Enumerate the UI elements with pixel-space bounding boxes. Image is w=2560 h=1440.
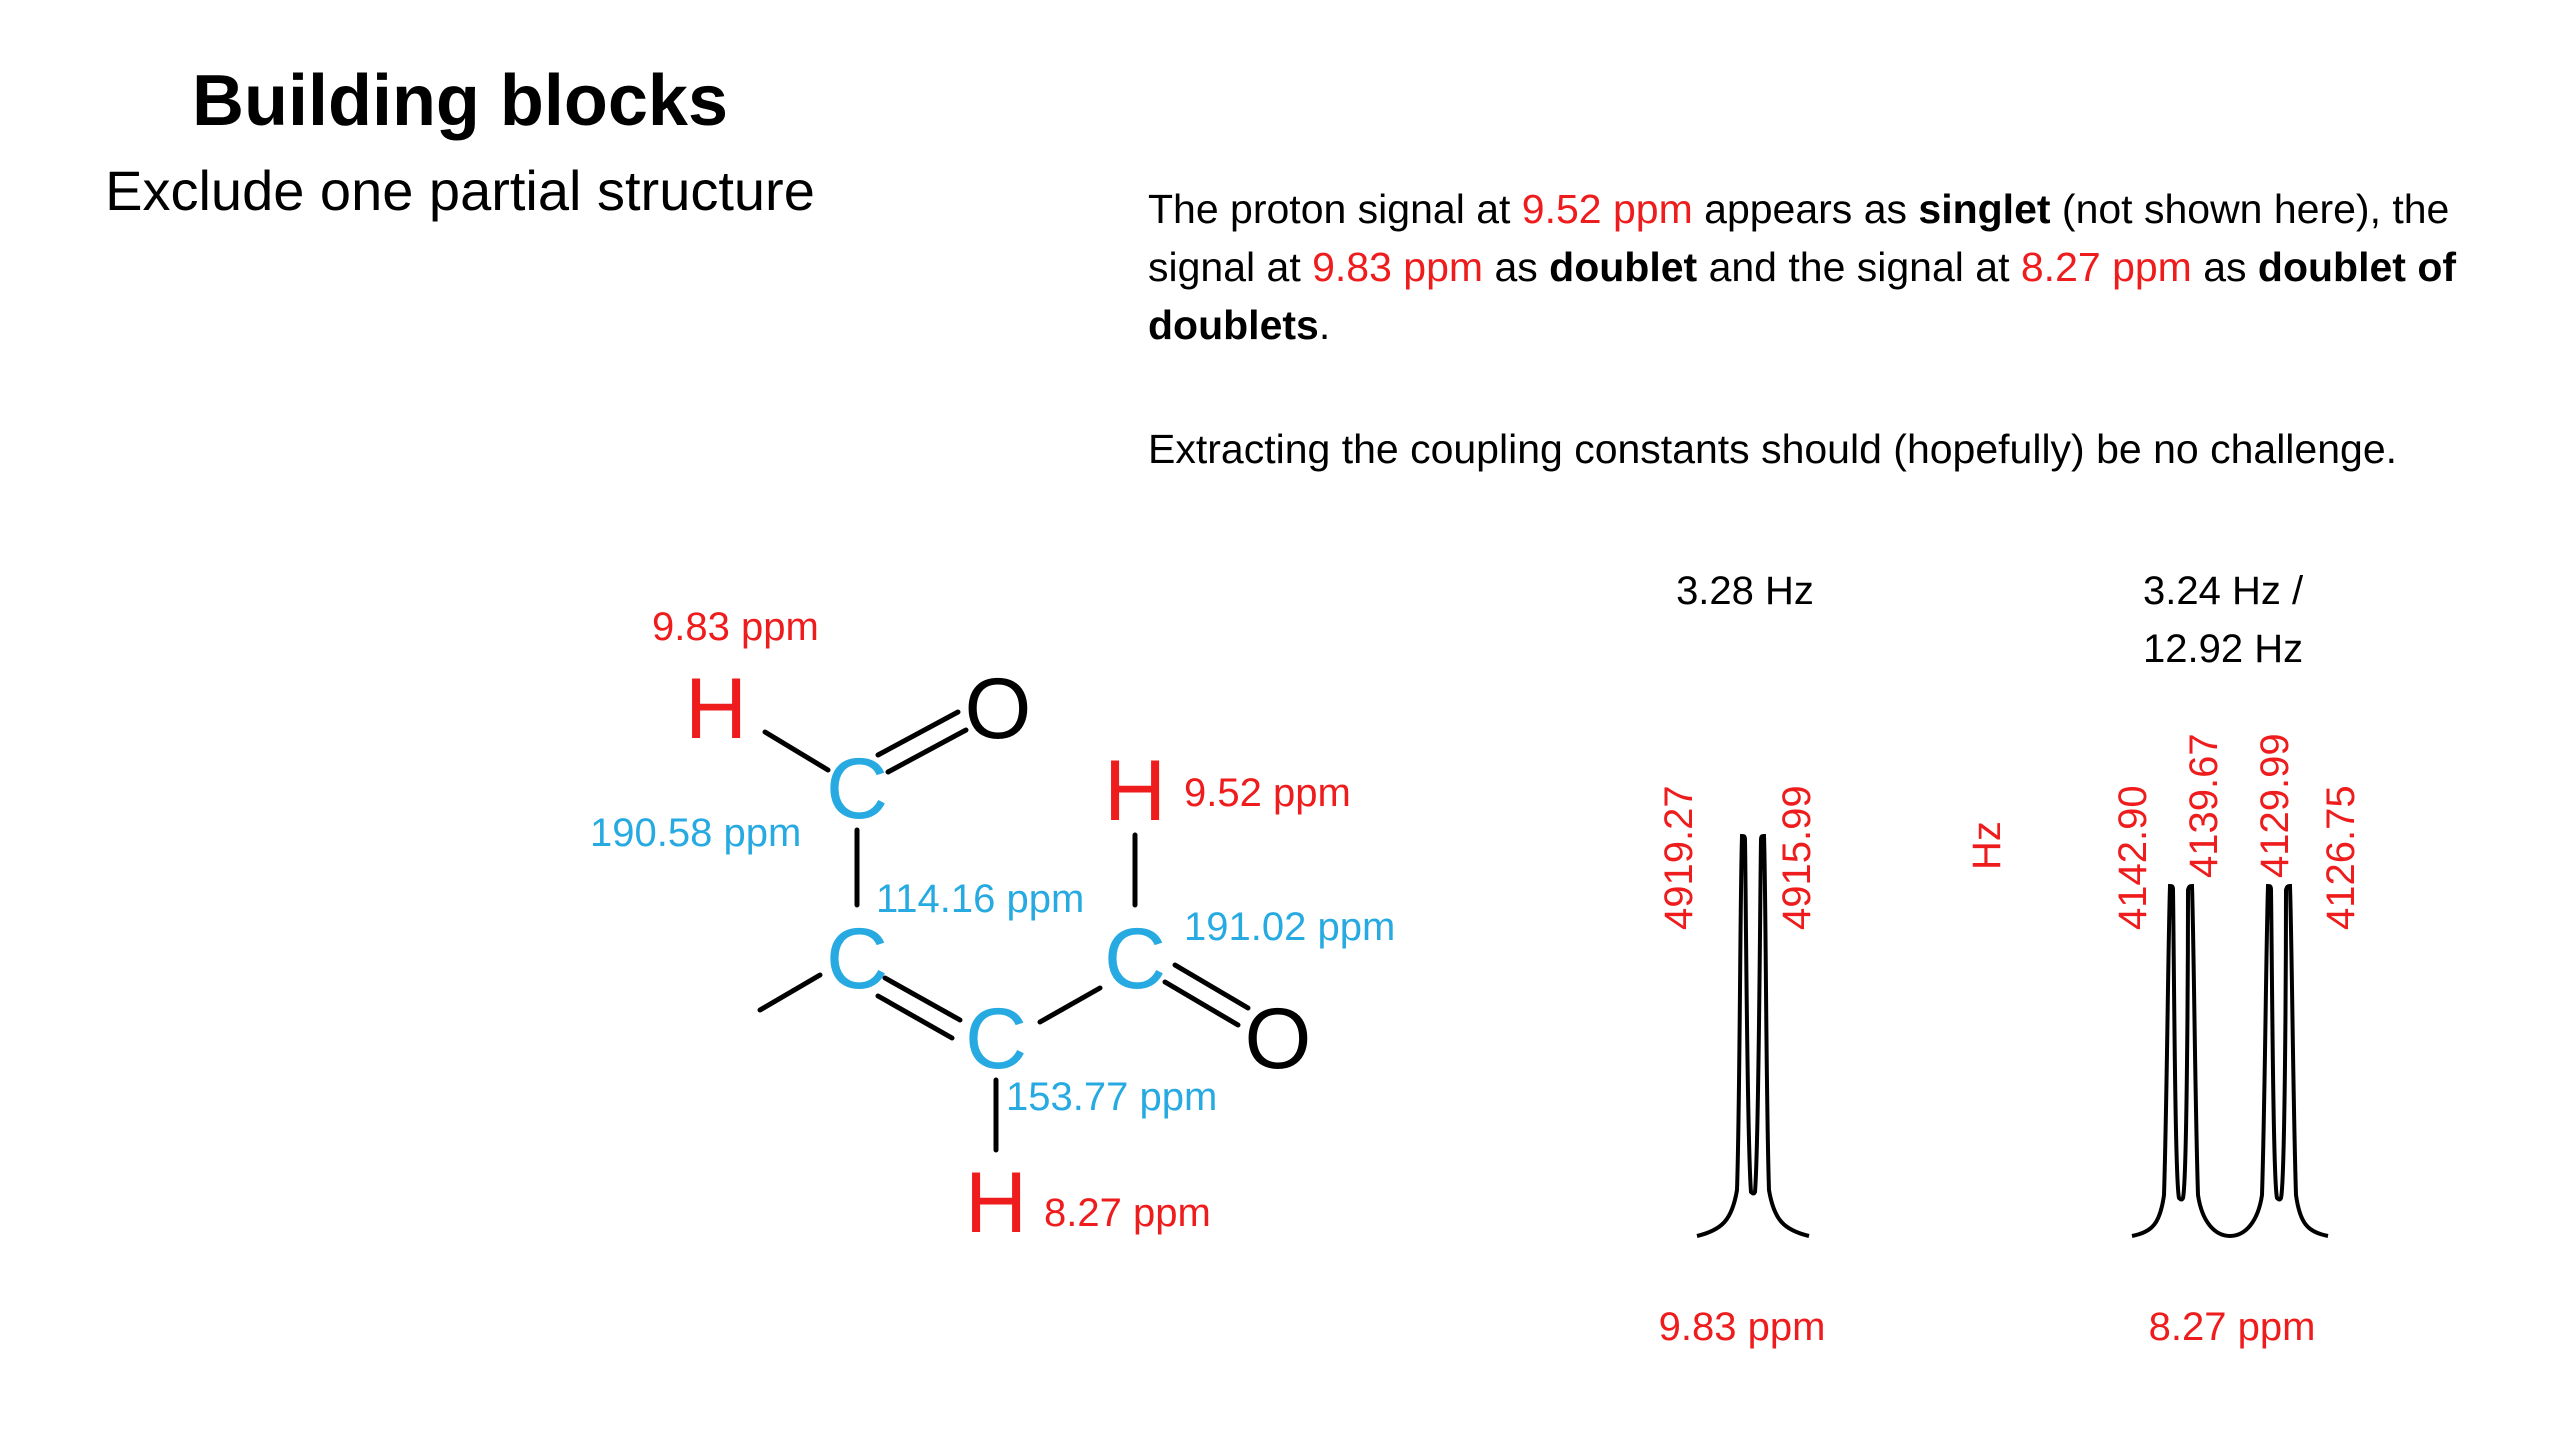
text-run: and the signal at: [1697, 244, 2021, 290]
molecule-structure: [757, 709, 1251, 1153]
atoms: H O C C C C H O H: [685, 661, 1312, 1251]
label-h-vinyl-shift: 8.27 ppm: [1044, 1191, 1211, 1235]
dd-coupling-label-line2: 12.92 Hz: [2143, 627, 2303, 671]
label-h-ketone-shift: 9.52 ppm: [1184, 771, 1351, 815]
text-run: The proton signal at: [1148, 186, 1522, 232]
doublet-shift-label: 9.83 ppm: [1659, 1305, 1826, 1349]
dd-peak-label: 4126.75: [2319, 785, 2363, 930]
label-c-ketone-shift: 191.02 ppm: [1184, 905, 1395, 949]
doublet-peak-label: 4915.99: [1775, 785, 1819, 930]
text-run: .: [1318, 302, 1331, 348]
multiplicity-term: singlet: [1918, 186, 2051, 232]
atom-c-ketone: C: [1104, 911, 1166, 1007]
atom-h-ketone: H: [1104, 743, 1166, 839]
label-c-aldehyde-shift: 190.58 ppm: [590, 811, 801, 855]
text-run: appears as: [1692, 186, 1919, 232]
bond-c-o-ketone-a: [1162, 979, 1241, 1028]
multiplicity-term: doublet: [1549, 244, 1698, 290]
bond-c-o-ketone-b: [1172, 962, 1251, 1011]
slide-subtitle: Exclude one partial structure: [105, 159, 815, 222]
bond-methyl: [757, 972, 823, 1013]
atom-c-beta: C: [965, 991, 1027, 1087]
bond-c-c-beta-ketone: [1037, 985, 1103, 1025]
shift-value: 9.83 ppm: [1312, 244, 1484, 290]
multiplicity-term: doublet of doublets: [1148, 244, 2457, 348]
text-run: (not shown here), the signal at: [1148, 186, 2450, 290]
atom-o-ketone: O: [1245, 991, 1312, 1087]
shift-value: 8.27 ppm: [2020, 244, 2192, 290]
bond-c-o-double-a: [875, 709, 961, 758]
dd-coupling-label-line1: 3.24 Hz /: [2143, 569, 2304, 613]
text-run: as: [2191, 244, 2258, 290]
doublet-spectrum: 3.28 Hz 4919.27 4915.99 9.83 ppm: [1657, 569, 1825, 1349]
text-run: as: [1483, 244, 1550, 290]
atom-c-alpha: C: [826, 911, 888, 1007]
bond-c-o-double-b: [885, 727, 969, 775]
atom-o-aldehyde: O: [965, 661, 1032, 757]
slide-title: Building blocks: [191, 61, 729, 141]
shift-value: 9.52 ppm: [1521, 186, 1693, 232]
label-h-aldehyde-shift: 9.83 ppm: [652, 605, 819, 649]
atom-h-vinyl: H: [965, 1155, 1027, 1251]
doublet-peak-label: 4919.27: [1657, 785, 1701, 930]
label-c-alpha-shift: 114.16 ppm: [876, 877, 1084, 921]
description-paragraph: The proton signal at 9.52 ppm appears as…: [1148, 180, 2548, 354]
bond-c-c-double-b: [875, 993, 955, 1041]
dd-peak-label: 4142.90: [2111, 785, 2155, 930]
dd-shift-label: 8.27 ppm: [2149, 1305, 2316, 1349]
dd-trace: [2131, 883, 2329, 1239]
atom-h-aldehyde: H: [685, 661, 747, 757]
atom-c-aldehyde: C: [826, 741, 888, 837]
doublet-trace: [1696, 833, 1810, 1238]
bond-c-c-double-a: [882, 975, 963, 1023]
dd-peak-label: 4129.99: [2253, 733, 2297, 878]
frequency-unit-label: Hz: [1965, 821, 2009, 870]
bond-h-c-aldehyde: [762, 729, 831, 773]
label-c-beta-shift: 153.77 ppm: [1006, 1075, 1217, 1119]
challenge-note: Extracting the coupling constants should…: [1148, 426, 2398, 472]
doublet-coupling-label: 3.28 Hz: [1676, 569, 1814, 613]
shift-labels: 9.83 ppm 190.58 ppm 114.16 ppm 9.52 ppm …: [590, 605, 1395, 1235]
dd-peak-label: 4139.67: [2182, 733, 2226, 878]
doublet-of-doublets-spectrum: 3.24 Hz / 12.92 Hz 4142.90 4139.67 4129.…: [2111, 569, 2363, 1349]
